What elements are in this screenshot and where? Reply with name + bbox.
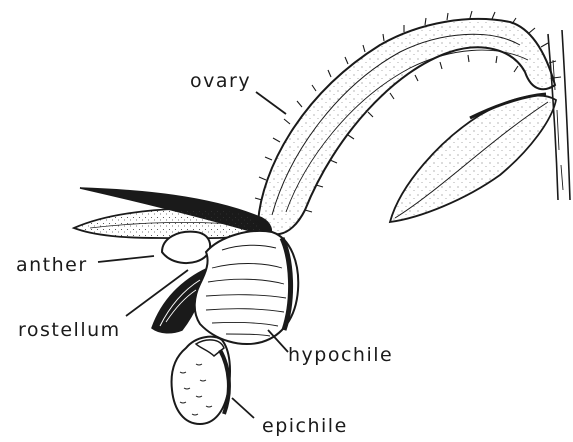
- hypochile: [195, 231, 299, 344]
- lateral-sepal: [74, 209, 262, 238]
- epichile-leader-line: [232, 398, 254, 418]
- label-hypochile: hypochile: [288, 346, 393, 365]
- label-anther: anther: [16, 256, 88, 275]
- ovary-leader-line: [256, 92, 286, 114]
- label-rostellum: rostellum: [18, 321, 121, 340]
- bract: [390, 94, 556, 222]
- label-ovary: ovary: [190, 72, 251, 91]
- label-epichile: epichile: [262, 417, 348, 436]
- anther-leader-line: [98, 256, 154, 262]
- epichile: [172, 337, 230, 424]
